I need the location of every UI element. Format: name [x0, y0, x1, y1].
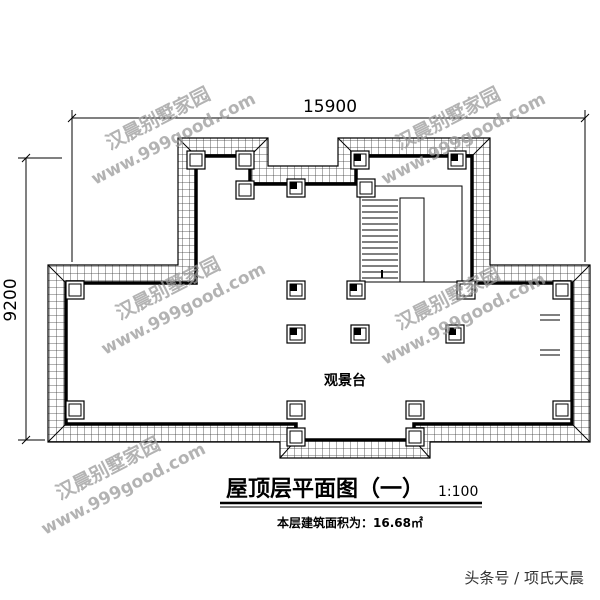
- staircase: [359, 185, 463, 283]
- roof-hip-lines: [47, 137, 591, 459]
- room-label: 观景台: [324, 372, 366, 389]
- column-fill: [354, 154, 361, 161]
- dimension-width: [67, 110, 590, 262]
- column-inner: [459, 283, 473, 297]
- column-inner: [68, 283, 82, 297]
- railing-detail: [540, 314, 560, 356]
- column-inner: [289, 403, 303, 417]
- column-fill: [449, 328, 456, 335]
- columns: [65, 150, 572, 447]
- column-inner: [289, 430, 303, 444]
- dimension-height: [18, 153, 62, 445]
- column-inner: [238, 153, 252, 167]
- footer-attribution: 头条号 / 项氏天晨: [464, 569, 584, 587]
- column-inner: [189, 153, 203, 167]
- column-fill: [290, 284, 297, 291]
- column-fill: [451, 154, 458, 161]
- dimension-height-label: 9200: [1, 278, 21, 321]
- drawing-title: 屋顶层平面图（一）: [226, 477, 424, 502]
- column-inner: [68, 403, 82, 417]
- column-inner: [555, 283, 569, 297]
- column-fill: [350, 284, 357, 291]
- column-fill: [290, 328, 297, 335]
- column-inner: [238, 183, 252, 197]
- column-inner: [359, 181, 373, 195]
- dimension-width-label: 15900: [303, 97, 357, 117]
- area-note: 本层建筑面积为：16.68㎡: [277, 515, 423, 530]
- column-inner: [408, 430, 422, 444]
- column-fill: [290, 182, 297, 189]
- column-inner: [408, 403, 422, 417]
- drawing-scale: 1:100: [438, 484, 478, 500]
- column-fill: [354, 328, 361, 335]
- column-inner: [555, 403, 569, 417]
